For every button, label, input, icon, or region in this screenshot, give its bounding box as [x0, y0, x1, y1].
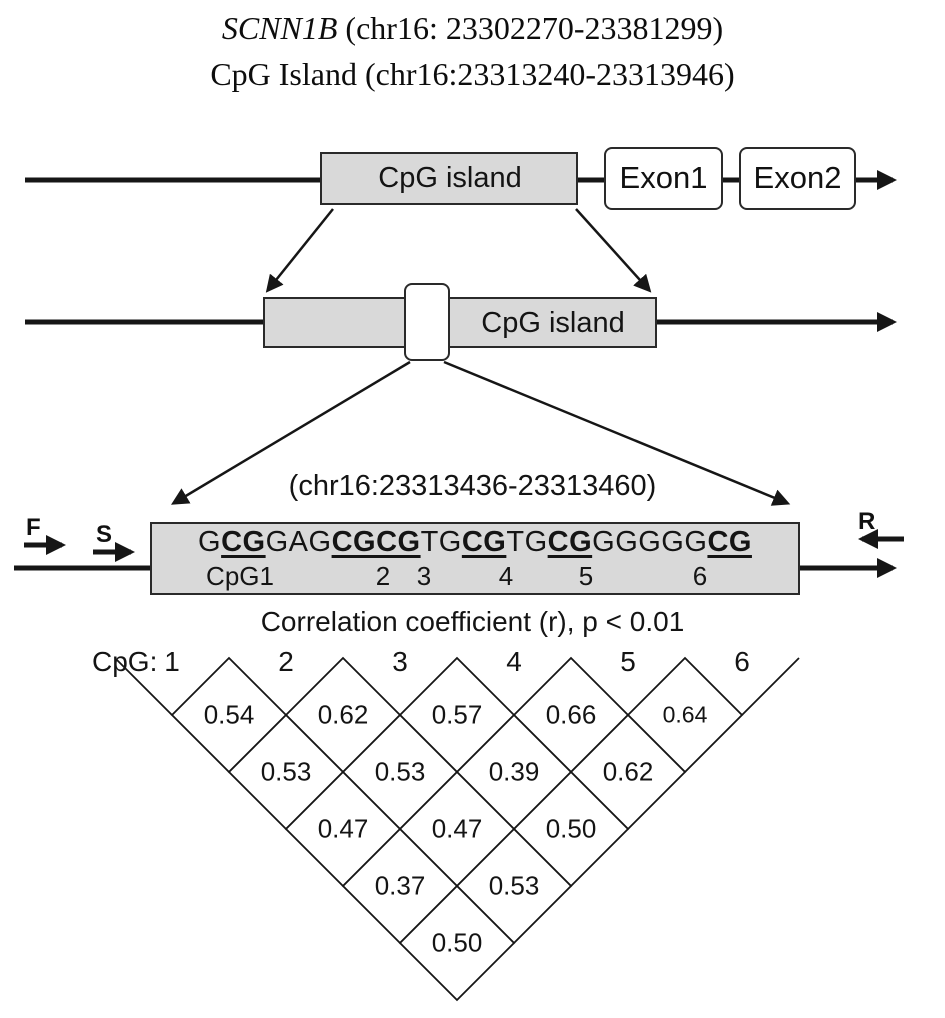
cpg-site-label: 4: [498, 561, 514, 591]
matrix-cell-value: 0.50: [431, 927, 483, 958]
cpg-site: CG: [221, 526, 266, 558]
cpg-site: CG: [707, 526, 752, 558]
matrix-column-header: 2: [278, 646, 294, 677]
matrix-cell-value: 0.62: [317, 699, 369, 730]
cpg-site: CG: [461, 526, 507, 558]
primer-f-label: F: [26, 514, 41, 541]
cpg-site-label: 6: [692, 561, 708, 591]
matrix-column-header: 3: [392, 646, 408, 677]
cpg-site-label: 3: [416, 561, 432, 591]
matrix-header-label: CpG:: [92, 646, 158, 677]
primer-s-label: S: [96, 521, 113, 548]
matrix-cell-value: 0.39: [488, 756, 540, 787]
matrix-cell-value: 0.57: [431, 699, 483, 730]
matrix-cell-value: 0.64: [662, 701, 708, 728]
sequence-box: [150, 522, 800, 595]
sequence-segment: GGGGG: [592, 526, 708, 558]
cpg-site-label: CpG1: [206, 561, 274, 591]
matrix-edge-right: [741, 657, 800, 716]
matrix-column-header: 6: [734, 646, 750, 677]
sequence-segment: TG: [506, 526, 548, 558]
matrix-cell: [398, 884, 516, 1002]
matrix-cell-value: 0.47: [317, 813, 369, 844]
cpg-site-label: 5: [578, 561, 594, 591]
cpg-island-box: [320, 152, 578, 205]
matrix-cell-value: 0.47: [431, 813, 483, 844]
matrix-cell-value: 0.62: [602, 756, 654, 787]
sequenced-region-highlight-box: [404, 283, 450, 361]
matrix-cell-value: 0.53: [488, 870, 540, 901]
matrix-cell-value: 0.53: [260, 756, 312, 787]
figure-title-gene-line: SCNN1B (chr16: 23302270-23381299): [0, 10, 945, 47]
exon1-box: Exon1: [604, 147, 723, 210]
primer-r-label: R: [858, 508, 876, 535]
gene-name: SCNN1B: [221, 10, 338, 46]
zoom-connector-right-2: [443, 360, 791, 506]
matrix-cell-value: 0.54: [203, 699, 255, 730]
cpg-site: CGCG: [331, 526, 421, 558]
matrix-edge-left: [114, 657, 173, 716]
matrix-cell-value: 0.37: [374, 870, 426, 901]
exon2-box: Exon2: [739, 147, 856, 210]
zoom-connector-right-1: [575, 208, 652, 293]
figure-title-island-line: CpG Island (chr16:23313240-23313946): [210, 56, 735, 92]
zoom-connector-left-1: [265, 208, 334, 293]
zoom-connector-left-2: [170, 360, 411, 505]
matrix-column-header: 4: [506, 646, 522, 677]
gene-coordinates: (chr16: 23302270-23381299): [337, 10, 724, 46]
sequence-segment: TG: [420, 526, 462, 558]
cpg-site-label: 2: [375, 561, 391, 591]
cpg-island-box-label: CpG island: [378, 162, 522, 194]
dna-sequence: GCGGAGCGCGTGCGTGCGGGGGGCG: [150, 526, 800, 559]
cpg-site: CG: [547, 526, 593, 558]
matrix-column-header: 1: [164, 646, 180, 677]
sequence-segment: GAG: [265, 526, 332, 558]
cpg-island-zoom-box: [263, 297, 657, 348]
matrix-cell-value: 0.53: [374, 756, 426, 787]
correlation-caption: Correlation coefficient (r), p < 0.01: [260, 606, 685, 637]
cpg-island-zoom-label: CpG island: [481, 307, 625, 339]
matrix-cell-value: 0.66: [545, 699, 597, 730]
sequence-coords-label: (chr16:23313436-23313460): [288, 470, 657, 502]
sequence-segment: G: [198, 526, 222, 558]
matrix-column-header: 5: [620, 646, 636, 677]
matrix-cell-value: 0.50: [545, 813, 597, 844]
